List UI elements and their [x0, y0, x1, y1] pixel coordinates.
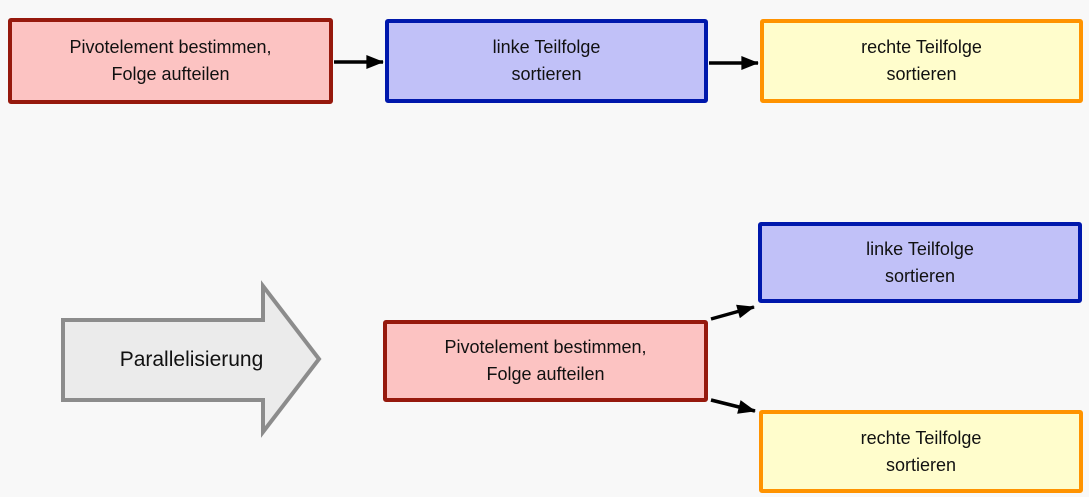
seq-pivot-box-line1: Pivotelement bestimmen,: [69, 37, 272, 57]
par-left-box-line2: sortieren: [884, 265, 956, 286]
arrow-par-pivot-to-right: [710, 398, 756, 414]
seq-pivot-box: Pivotelement bestimmen, Folge aufteilen: [8, 18, 333, 104]
seq-left-subsequence-box: linke Teilfolge sortieren: [385, 19, 708, 103]
par-left-subsequence-box: linke Teilfolge sortieren: [758, 222, 1082, 303]
seq-pivot-box-line2: Folge aufteilen: [111, 64, 230, 84]
seq-right-box-line1: rechte Teilfolge: [861, 37, 982, 57]
par-pivot-box: Pivotelement bestimmen, Folge aufteilen: [383, 320, 708, 402]
par-left-box-line1: linke Teilfolge: [866, 238, 974, 259]
seq-left-box-line1: linke Teilfolge: [492, 37, 601, 57]
par-right-subsequence-box: rechte Teilfolge sortieren: [759, 410, 1083, 493]
seq-left-box-line2: sortieren: [511, 64, 582, 84]
seq-right-box-line2: sortieren: [886, 64, 957, 84]
seq-right-subsequence-box: rechte Teilfolge sortieren: [760, 19, 1083, 103]
par-right-box-line1: rechte Teilfolge: [860, 427, 982, 448]
parallelization-arrow-label: Parallelisierung: [119, 348, 264, 371]
arrow-par-pivot-to-left: [710, 304, 755, 321]
par-pivot-box-line1: Pivotelement bestimmen,: [444, 337, 647, 357]
par-pivot-box-line2: Folge aufteilen: [486, 364, 605, 384]
par-right-box-line2: sortieren: [885, 454, 957, 475]
